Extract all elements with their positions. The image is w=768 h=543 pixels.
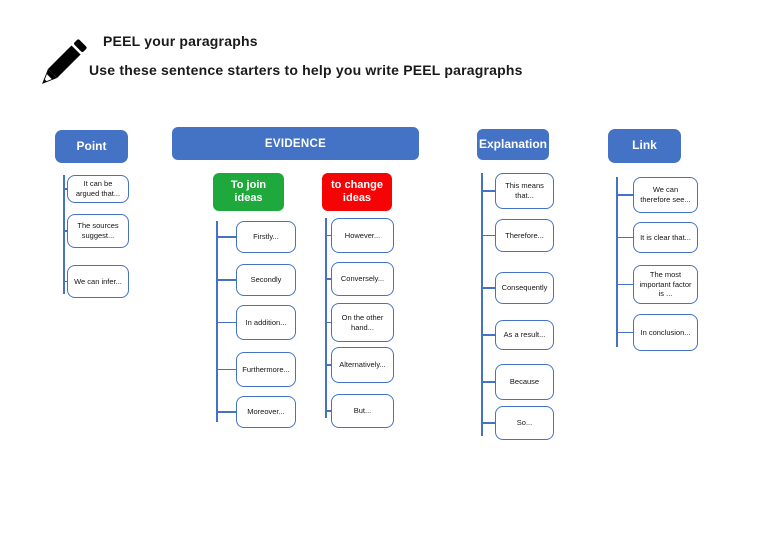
sentence-starter-box: In addition... [236,305,296,340]
connector-line [216,321,236,324]
connector-line [325,410,331,412]
connector-line [481,334,495,336]
sentence-starter-box: We can therefore see... [633,177,698,213]
change-ideas-header: to change ideas [322,173,392,211]
sentence-starter-box: But... [331,394,394,428]
sentence-starter-box: The sources suggest... [67,214,129,248]
connector-line [616,331,633,334]
connector-line [325,364,331,366]
sentence-starter-box: Consequently [495,272,554,304]
join-ideas-tree: Firstly... Secondly In addition... Furth… [213,221,296,428]
connector-line [216,368,236,371]
connector-line [481,287,495,289]
connector-line [616,177,618,347]
sentence-starter-box: Because [495,364,554,400]
connector-line [216,411,236,413]
sentence-starter-box: However... [331,218,394,253]
connector-line [325,321,331,324]
connector-line [616,194,633,196]
page-title: PEEL your paragraphs [103,33,258,49]
point-header: Point [55,130,128,163]
explanation-header: Explanation [477,129,549,160]
sentence-starter-box: This means that... [495,173,554,209]
change-ideas-tree: However... Conversely... On the other ha… [322,218,394,428]
point-tree: It can be argued that... The sources sug… [55,175,129,298]
sentence-starter-box: We can infer... [67,265,129,298]
sentence-starter-box: As a result... [495,320,554,350]
join-ideas-header: To join ideas [213,173,284,211]
connector-line [481,173,483,436]
connector-line [63,175,65,294]
connector-line [325,234,331,237]
connector-line [63,280,67,283]
connector-line [481,381,495,383]
sentence-starter-box: In conclusion... [633,314,698,351]
link-column: Link We can therefore see... It is clear… [608,129,698,351]
change-ideas-column: to change ideas However... Conversely...… [322,173,394,428]
connector-line [616,236,633,239]
sentence-starter-box: Secondly [236,264,296,296]
sentence-starter-box: Furthermore... [236,352,296,387]
connector-line [616,283,633,286]
sentence-starter-box: The most important factor is ... [633,265,698,304]
point-column: Point It can be argued that... The sourc… [55,130,129,298]
sentence-starter-box: So... [495,406,554,440]
link-header: Link [608,129,681,163]
link-tree: We can therefore see... It is clear that… [608,177,698,351]
connector-line [481,234,495,237]
page-subtitle: Use these sentence starters to help you … [89,62,523,78]
connector-line [63,188,67,190]
sentence-starter-box: On the other hand... [331,303,394,342]
evidence-header: EVIDENCE [172,127,419,160]
connector-line [216,236,236,238]
explanation-column: Explanation This means that... Therefore… [477,129,554,440]
sentence-starter-box: Conversely... [331,262,394,296]
join-ideas-column: To join ideas Firstly... Secondly In add… [213,173,296,428]
sentence-starter-box: It is clear that... [633,222,698,253]
sentence-starter-box: Therefore... [495,219,554,252]
sentence-starter-box: It can be argued that... [67,175,129,203]
connector-line [325,278,331,280]
pencil-icon [42,39,87,84]
sentence-starter-box: Alternatively... [331,347,394,383]
explanation-tree: This means that... Therefore... Conseque… [477,173,554,440]
sentence-starter-box: Moreover... [236,396,296,428]
connector-line [325,218,327,418]
sentence-starter-box: Firstly... [236,221,296,253]
connector-line [481,422,495,424]
connector-line [63,230,67,232]
connector-line [216,221,218,422]
connector-line [216,279,236,281]
connector-line [481,190,495,192]
